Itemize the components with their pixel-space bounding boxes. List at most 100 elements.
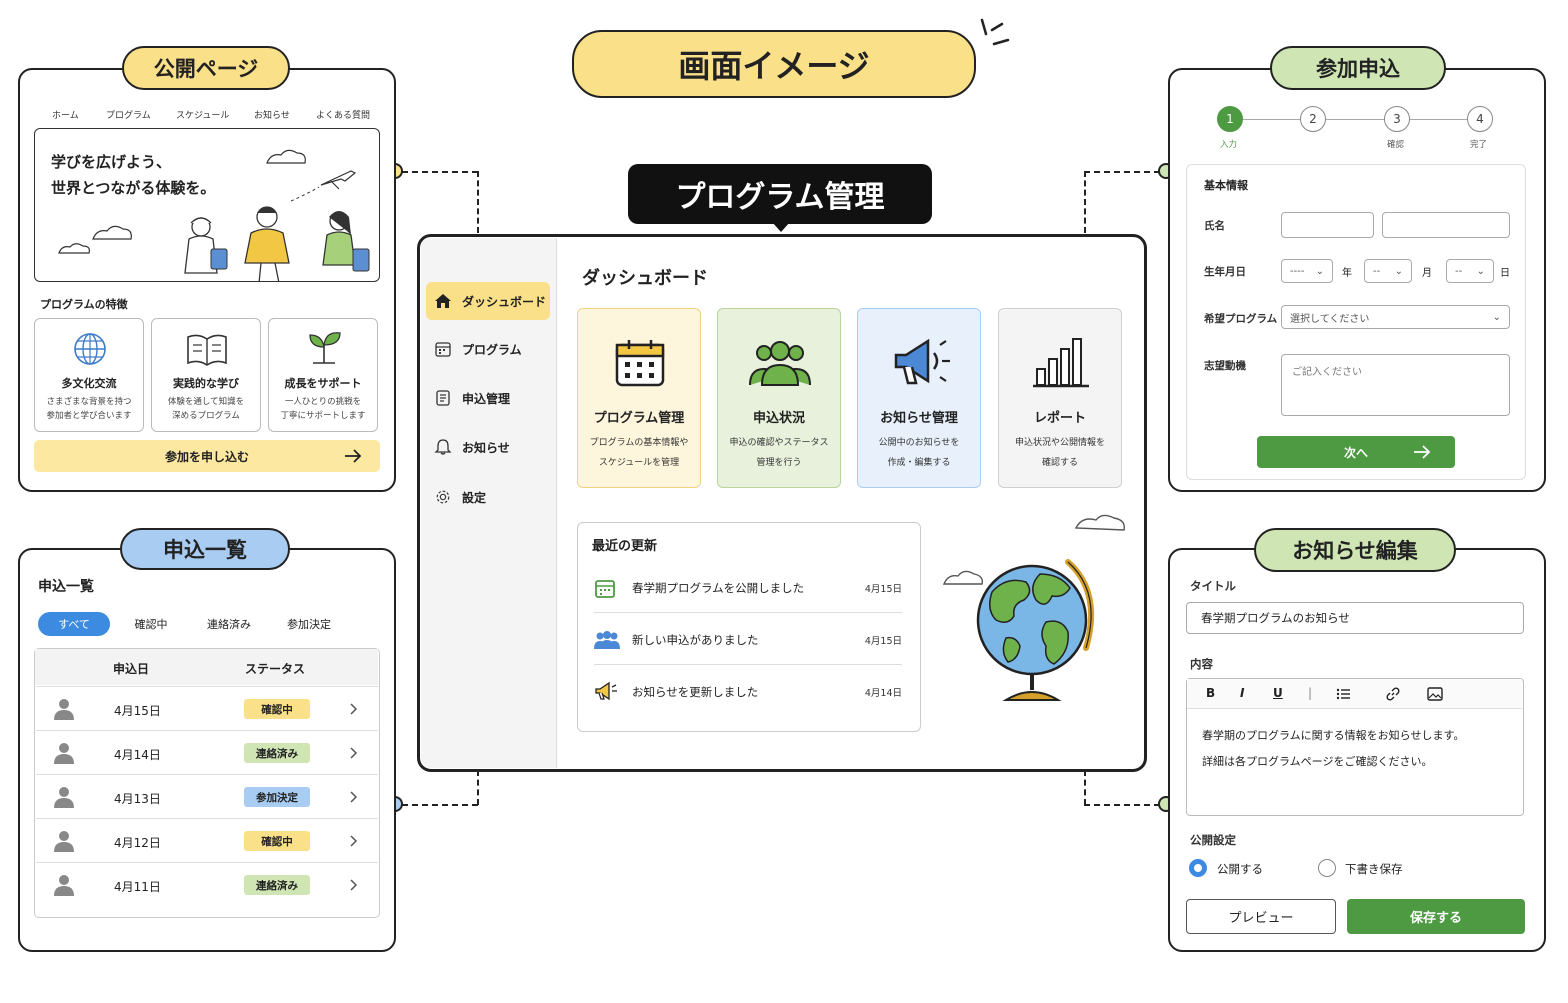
- table-row[interactable]: 4月15日 確認中: [36, 686, 378, 730]
- sidebar-item-settings[interactable]: 設定: [426, 478, 550, 516]
- table-row[interactable]: 4月14日 連絡済み: [36, 730, 378, 774]
- sidebar-item-label: お知らせ: [462, 440, 510, 455]
- motive-label: 志望動機: [1204, 360, 1246, 372]
- bold-button[interactable]: B: [1206, 686, 1216, 700]
- calendar-icon: [615, 340, 665, 387]
- group-icon: [749, 341, 811, 386]
- stepper-line: [1230, 119, 1480, 120]
- title-input[interactable]: 春学期プログラムのお知らせ: [1186, 602, 1524, 634]
- card-report[interactable]: レポート 申込状況や公開情報を 確認する: [998, 308, 1122, 488]
- card-notice-management[interactable]: お知らせ管理 公開中のお知らせを 作成・編集する: [857, 308, 981, 488]
- nav-news[interactable]: お知らせ: [254, 111, 290, 121]
- sidebar-item-label: プログラム: [462, 342, 522, 357]
- table-row[interactable]: 4月12日 確認中: [36, 818, 378, 862]
- chevron-right-icon: [350, 791, 358, 803]
- tab-confirmed[interactable]: 参加決定: [276, 612, 342, 636]
- last-name-input[interactable]: [1281, 212, 1374, 238]
- nav-home[interactable]: ホーム: [52, 111, 79, 121]
- nav-schedule[interactable]: スケジュール: [176, 111, 230, 121]
- list-icon[interactable]: [1336, 688, 1350, 700]
- link-icon[interactable]: [1386, 687, 1400, 701]
- center-title-pointer: [772, 222, 790, 232]
- program-select[interactable]: 選択してください ⌄: [1281, 305, 1510, 329]
- status-badge: 確認中: [244, 831, 310, 851]
- day-select[interactable]: --⌄: [1446, 259, 1494, 283]
- calendar-icon: [595, 580, 615, 598]
- editor-body-line-1[interactable]: 春学期のプログラムに関する情報をお知らせします。: [1202, 729, 1465, 742]
- underline-button[interactable]: U: [1273, 686, 1283, 700]
- step-2: 2: [1300, 106, 1326, 132]
- tab-contacted[interactable]: 連絡済み: [196, 612, 262, 636]
- preview-button[interactable]: プレビュー: [1186, 899, 1336, 934]
- update-row[interactable]: 新しい申込がありました 4月15日: [594, 614, 902, 666]
- radio-draft[interactable]: [1318, 859, 1336, 877]
- sidebar-item-notices[interactable]: お知らせ: [426, 428, 550, 466]
- first-name-input[interactable]: [1382, 212, 1510, 238]
- notice-edit-tag-label: お知らせ編集: [1292, 539, 1418, 563]
- sidebar-item-applications[interactable]: 申込管理: [426, 379, 550, 417]
- motive-textarea[interactable]: ご記入ください: [1281, 354, 1510, 416]
- nav-program[interactable]: プログラム: [106, 111, 151, 121]
- chevron-right-icon: [350, 879, 358, 891]
- feature-card-multicultural: 多文化交流 さまざまな背景を持つ 参加者と学び合います: [34, 318, 144, 432]
- application-list-heading: 申込一覧: [38, 579, 94, 595]
- step-number: 1: [1226, 112, 1234, 126]
- motive-placeholder: ご記入ください: [1292, 367, 1362, 378]
- public-page-tag-label: 公開ページ: [153, 57, 259, 81]
- row-date: 4月13日: [114, 792, 161, 806]
- chevron-down-icon: ⌄: [1394, 265, 1403, 277]
- step-label: 完了: [1470, 140, 1488, 150]
- status-badge: 連絡済み: [244, 743, 310, 763]
- italic-button[interactable]: I: [1240, 686, 1245, 700]
- tab-label: 参加決定: [287, 618, 331, 631]
- radio-publish[interactable]: [1189, 859, 1207, 877]
- apply-button-label: 参加を申し込む: [164, 449, 249, 464]
- radio-draft-label[interactable]: 下書き保存: [1345, 862, 1403, 876]
- card-desc: 申込の確認やステータス 管理を行う: [729, 438, 829, 468]
- month-select[interactable]: --⌄: [1364, 259, 1412, 283]
- year-select-value: ----: [1290, 265, 1305, 277]
- sidebar-item-dashboard[interactable]: ダッシュボード: [426, 282, 550, 320]
- card-program-management[interactable]: プログラム管理 プログラムの基本情報や スケジュールを管理: [577, 308, 701, 488]
- table-row[interactable]: 4月13日 参加決定: [36, 774, 378, 818]
- center-title: プログラム管理: [675, 180, 885, 215]
- chevron-down-icon: ⌄: [1315, 265, 1324, 277]
- update-row[interactable]: お知らせを更新しました 4月14日: [594, 666, 902, 718]
- tab-all[interactable]: すべて: [38, 612, 110, 636]
- image-icon[interactable]: [1427, 687, 1443, 701]
- apply-button[interactable]: 参加を申し込む: [34, 440, 380, 472]
- table-row[interactable]: 4月11日 連絡済み: [36, 862, 378, 906]
- editor-body-line-2[interactable]: 詳細は各プログラムページをご確認ください。: [1202, 755, 1433, 768]
- user-icon: [54, 875, 74, 896]
- step-label: 確認: [1387, 140, 1405, 150]
- content-label: 内容: [1190, 657, 1213, 671]
- update-date: 4月14日: [864, 688, 902, 699]
- megaphone-icon: [595, 681, 617, 701]
- program-select-value: 選択してください: [1290, 313, 1370, 325]
- status-badge: 連絡済み: [244, 875, 310, 895]
- update-row[interactable]: 春学期プログラムを公開しました 4月15日: [594, 562, 902, 614]
- step-3: 3: [1384, 106, 1410, 132]
- section-heading: 基本情報: [1204, 179, 1248, 192]
- chevron-down-icon: ⌄: [1492, 311, 1501, 323]
- hero-line-2: 世界とつながる体験を。: [51, 179, 216, 197]
- card-application-status[interactable]: 申込状況 申込の確認やステータス 管理を行う: [717, 308, 841, 488]
- step-number: 2: [1309, 112, 1317, 126]
- chevron-right-icon: [350, 747, 358, 759]
- bar-chart-icon: [1033, 338, 1089, 388]
- nav-faq[interactable]: よくある質問: [316, 111, 371, 121]
- radio-publish-label[interactable]: 公開する: [1217, 862, 1263, 876]
- signup-form-box: [1186, 164, 1526, 480]
- save-button[interactable]: 保存する: [1347, 899, 1525, 934]
- megaphone-icon: [894, 338, 950, 385]
- feature-title: 成長をサポート: [284, 377, 362, 390]
- status-badge: 確認中: [244, 699, 310, 719]
- next-button[interactable]: 次へ: [1257, 436, 1455, 468]
- publish-settings-label: 公開設定: [1190, 833, 1236, 847]
- feature-desc: さまざまな背景を持つ 参加者と学び合います: [46, 397, 132, 421]
- arrow-right-icon: [1414, 445, 1431, 459]
- year-select[interactable]: ---- ⌄: [1281, 259, 1333, 283]
- sidebar-item-program[interactable]: プログラム: [426, 330, 550, 368]
- update-text: 春学期プログラムを公開しました: [632, 581, 805, 595]
- tab-checking[interactable]: 確認中: [120, 612, 182, 636]
